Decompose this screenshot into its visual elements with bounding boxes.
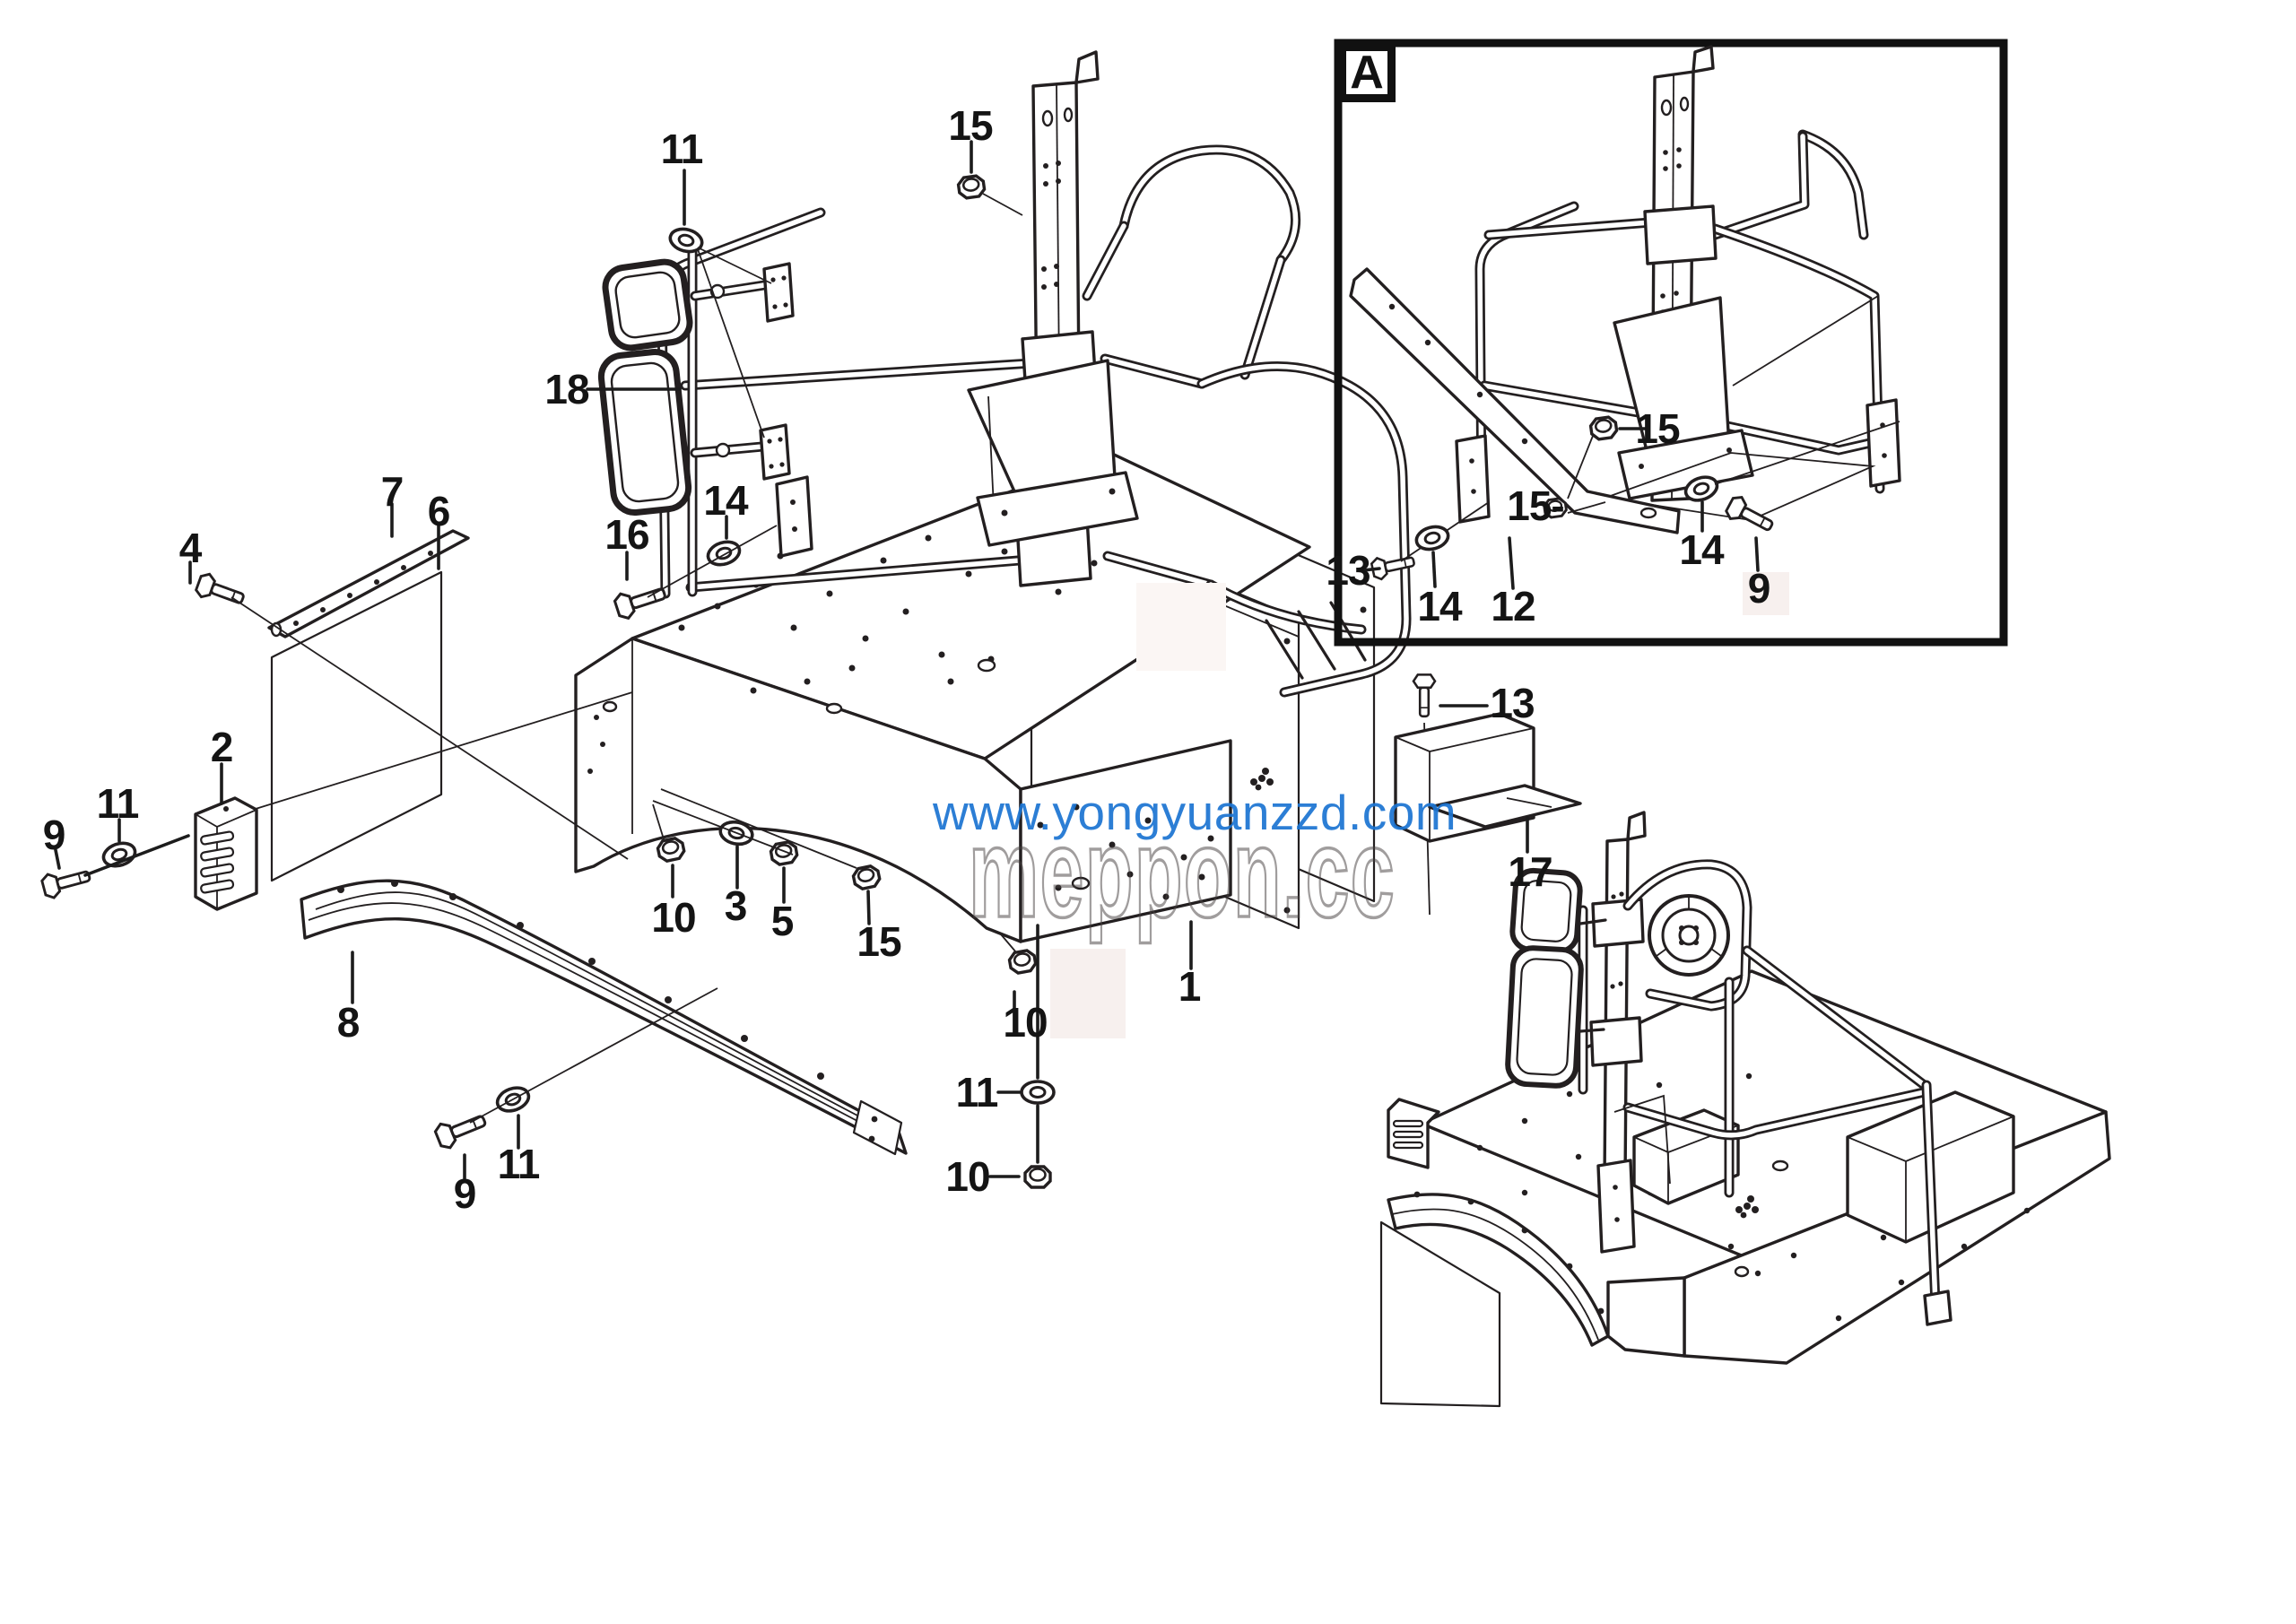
leg-bracket [775, 475, 813, 558]
vent-box-installed [1387, 1098, 1440, 1169]
callout-label-10: 10 [1003, 999, 1048, 1046]
bolt-9-inset-icon [1722, 492, 1779, 539]
callout-label-14: 14 [1679, 526, 1724, 573]
callout-label-15: 15 [1635, 405, 1680, 452]
spare-wheel [1648, 894, 1730, 977]
callout-label-4: 4 [178, 525, 203, 571]
callout-label-10: 10 [945, 1153, 990, 1200]
guard-assembly [657, 50, 1412, 698]
mount-strip-part-7 [267, 529, 470, 638]
side-panel-part-6 [270, 570, 443, 882]
fender-part-1 [574, 451, 1311, 943]
callout-label-2: 2 [210, 724, 234, 770]
inset-a-box [1334, 39, 2008, 647]
vent-step-part-2 [194, 796, 258, 911]
erased-patch [1136, 583, 1226, 671]
callout-label-9: 9 [42, 812, 66, 858]
callout-label-8: 8 [336, 999, 361, 1046]
fender-front-holes [587, 700, 1214, 900]
callout-label-17: 17 [1508, 848, 1552, 895]
flat-bar-part-12 [1349, 267, 1681, 534]
callout-label-7: 7 [380, 468, 404, 515]
nut-10c-icon [1023, 1165, 1052, 1189]
bolt-16-icon [612, 579, 670, 622]
mirror-upper [602, 258, 693, 352]
callout-label-15: 15- [1507, 482, 1564, 529]
nut-5-icon [768, 839, 800, 867]
callout-label-13: 13 [1490, 680, 1535, 726]
erased-patch [1743, 572, 1789, 615]
callout-label-14: 14 [703, 477, 748, 524]
mirror-plate-upper [762, 262, 795, 323]
callout-label-3: 3 [724, 882, 748, 929]
washer-14-icon [703, 536, 744, 570]
bolt-9-icon [39, 863, 94, 901]
callout-label-15: 15 [948, 102, 993, 149]
callout-label-10: 10 [651, 894, 696, 941]
callout-label-9: 9 [453, 1170, 477, 1217]
mirror-assembly [597, 244, 795, 597]
watermark-blue-url: www.yongyuanzzd.com [933, 785, 1457, 840]
callout-label-11: 11 [96, 780, 140, 827]
callout-label-5: 5 [770, 898, 795, 944]
callout-label-9: 9 [1747, 565, 1771, 612]
callout-label-11: 11 [497, 1141, 541, 1187]
callout-label-14: 14 [1417, 583, 1462, 630]
nut-10b-icon [1006, 948, 1039, 976]
callout-label-16: 16 [604, 511, 649, 558]
callout-label-11: 11 [955, 1069, 999, 1116]
callout-label-13: 13 [1326, 547, 1370, 594]
arch-extension-part-8 [300, 879, 908, 1156]
assembled-guard [1505, 811, 1952, 1326]
washer-11c-icon [1020, 1080, 1056, 1105]
washer-11-icon [99, 838, 140, 872]
watermark-outline-text: meppon.cc [968, 800, 1396, 946]
nut-10-icon [655, 835, 687, 864]
callout-label-15: 15 [857, 918, 901, 965]
bolt-13-icon [1412, 673, 1437, 718]
bolt-4-icon [193, 570, 248, 612]
callout-label-1: 1 [1178, 963, 1202, 1010]
callout-label-12: 12 [1491, 583, 1535, 630]
inset-a-label: A [1338, 43, 1396, 102]
nut-15-inset-icon [1587, 414, 1620, 442]
gusset-bracket [967, 359, 1139, 547]
nut-15a-icon [955, 173, 987, 201]
erased-patch [1050, 949, 1126, 1038]
bracket-part-17 [1394, 712, 1582, 854]
main-exploded-view [39, 50, 1582, 1189]
bolt-9b-icon [431, 1107, 491, 1152]
mirror-plate-lower [759, 423, 791, 481]
mirror-lower [597, 348, 692, 517]
washer-14a-inset-icon [1412, 521, 1453, 555]
callout-label-18: 18 [544, 366, 589, 413]
callout-label-6: 6 [427, 488, 451, 534]
callout-label-11: 11 [660, 126, 704, 172]
assembled-view [1379, 811, 2111, 1408]
nut-15-icon [850, 863, 883, 892]
